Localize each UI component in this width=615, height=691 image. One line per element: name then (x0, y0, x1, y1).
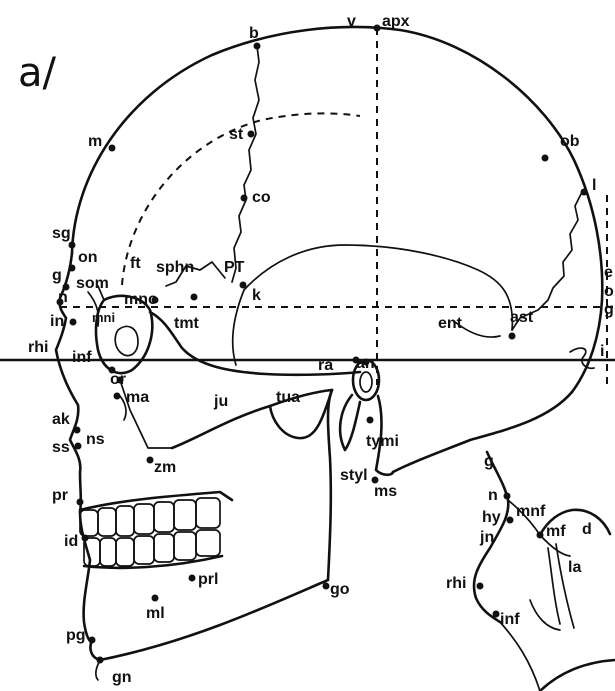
inset-label-rhi: rhi (446, 575, 466, 592)
label-l: l (592, 177, 596, 194)
chin-profile (80, 512, 92, 641)
label-id: id (64, 533, 78, 550)
label-apx: apx (382, 13, 410, 30)
inset-label-la: la (568, 559, 581, 576)
label-pr: pr (52, 487, 68, 504)
inset-label-g: g (484, 453, 494, 470)
label-in: in (50, 313, 64, 330)
label-g: g (52, 267, 62, 284)
edge-label-o: o (604, 283, 614, 300)
label-ss: ss (52, 439, 70, 456)
occipital-contour (393, 392, 572, 472)
label-tymi: tymi (366, 433, 399, 450)
label-n: n (58, 289, 68, 306)
label-ms: ms (374, 483, 397, 500)
label-ns: ns (86, 431, 105, 448)
edge-label-g: g (604, 301, 614, 318)
orbit-inner (115, 326, 138, 355)
label-zm: zm (154, 459, 176, 476)
label-tua: tua (276, 389, 300, 406)
label-mni: mni (92, 310, 115, 325)
label-ml: ml (146, 605, 165, 622)
auditory-meatus-inner (360, 372, 372, 392)
label-inf: inf (72, 349, 92, 366)
label-rhi: rhi (28, 339, 48, 356)
label-co: co (252, 189, 271, 206)
label-ma: ma (126, 389, 149, 406)
mandible-body (90, 580, 328, 660)
label-ak: ak (52, 411, 70, 428)
label-sg: sg (52, 225, 71, 242)
label-b: b (249, 25, 259, 42)
panel-label: a/ (18, 50, 57, 96)
label-pt: PT (224, 259, 245, 276)
label-ft: ft (130, 255, 141, 272)
label-gn: gn (112, 669, 132, 686)
label-ent: ent (438, 315, 463, 332)
squamosal-suture (244, 245, 512, 330)
edge-label-i: i (600, 343, 604, 360)
label-k: k (252, 287, 261, 304)
label-m: m (88, 133, 102, 150)
inset-label-mf: mf (546, 523, 566, 540)
label-pg: pg (66, 627, 86, 644)
inset-label-inf: inf (500, 611, 520, 628)
inset-label-d: d (582, 521, 592, 538)
label-sphn: sphn (156, 259, 194, 276)
label-ast: ast (510, 309, 534, 326)
inset-label-jn: jn (479, 529, 494, 546)
label-v: v (347, 13, 356, 30)
label-or: or (110, 371, 126, 388)
label-ob: ob (560, 133, 580, 150)
coronal-suture (232, 46, 259, 282)
inset-label-hy: hy (482, 509, 501, 526)
mandible-ramus (328, 390, 332, 580)
inset-label-n: n (488, 487, 498, 504)
inset-label-mnf: mnf (516, 503, 546, 520)
label-ra: ra (318, 357, 333, 374)
label-st: st (229, 126, 244, 143)
label-go: go (330, 581, 350, 598)
label-prl: prl (198, 571, 218, 588)
label-tmt: tmt (174, 315, 200, 332)
label-styl: styl (340, 467, 368, 484)
label-mno: mno (124, 291, 158, 308)
label-ju: ju (213, 393, 228, 410)
label-som: som (76, 275, 109, 292)
label-on: on (78, 249, 98, 266)
temporal-inner-line (233, 290, 244, 365)
styloid-process (340, 395, 360, 450)
label-an: an (356, 355, 375, 372)
edge-label-e: e (604, 264, 613, 281)
zygomatic-arch-lower (172, 390, 332, 448)
